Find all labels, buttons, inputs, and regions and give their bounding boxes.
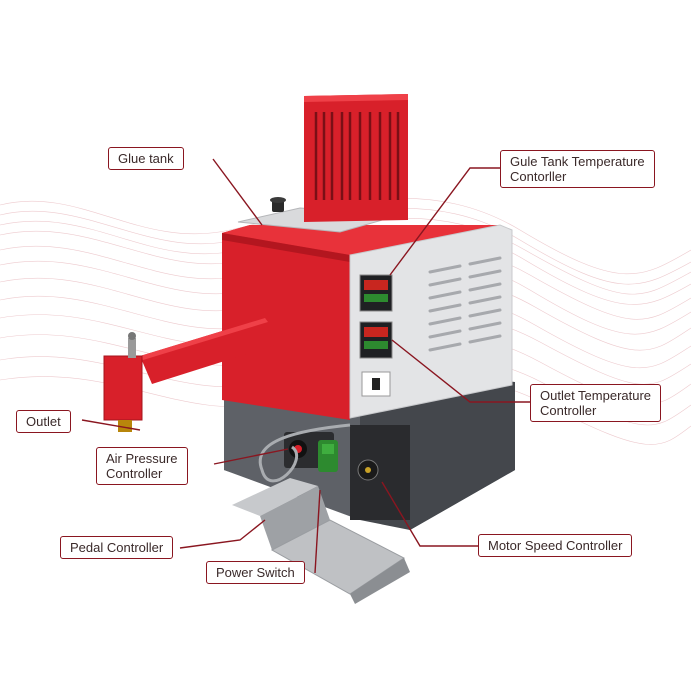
tank-temperature-label-line1: Gule Tank Temperature	[510, 154, 645, 169]
air-hose	[258, 423, 351, 483]
pedal-controller-label-text: Pedal Controller	[70, 540, 164, 555]
glue-tank-label-text: Glue tank	[118, 151, 174, 166]
heater-cage	[304, 94, 408, 222]
air-pressure-label-line1: Air Pressure	[106, 451, 178, 466]
outlet-temperature-label-line2: Controller	[540, 403, 597, 418]
pedal-controller-label: Pedal Controller	[60, 536, 174, 559]
power-switch-label-text: Power Switch	[216, 565, 295, 580]
temperature-controllers	[359, 274, 393, 397]
outlet-label: Outlet	[16, 410, 71, 433]
tank-temperature-controller-label: Gule Tank Temperature Contorller	[500, 150, 655, 188]
leader-lines	[81, 158, 530, 574]
motor-speed-controller-label-text: Motor Speed Controller	[488, 538, 623, 553]
outlet-temperature-label-line1: Outlet Temperature	[540, 388, 652, 403]
pedal	[232, 478, 410, 604]
motor-speed-controller-label: Motor Speed Controller	[478, 534, 633, 557]
tank-temperature-label-line2: Contorller	[510, 169, 567, 184]
air-pressure-controller-label: Air Pressure Controller	[96, 447, 188, 485]
outlet-arm	[103, 318, 275, 432]
red-housing	[222, 225, 500, 420]
outlet-temperature-controller-label: Outlet Temperature Controller	[530, 384, 662, 422]
glue-tank-label: Glue tank	[108, 147, 184, 170]
power-switch-label: Power Switch	[206, 561, 305, 584]
air-pressure-label-line2: Controller	[106, 466, 163, 481]
outlet-label-text: Outlet	[26, 414, 61, 429]
